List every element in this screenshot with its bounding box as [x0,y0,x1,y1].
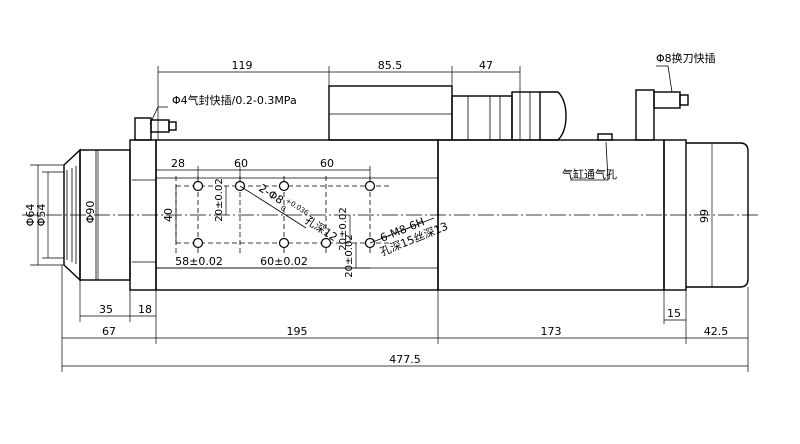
dim-477-5: 477.5 [389,353,421,366]
tool-change-fitting [635,89,689,141]
dim-85-5: 85.5 [378,59,403,72]
dim-42-5: 42.5 [704,325,729,338]
dim-phi54: Φ54 [35,204,48,227]
thread-hole [192,180,204,192]
dim-60-top-left: 60 [234,157,248,170]
dim-99: 99 [698,209,711,223]
dim-47: 47 [479,59,493,72]
dim-18: 18 [138,303,152,316]
dim-60-top-right: 60 [320,157,334,170]
dim-phi64: Φ64 [24,204,37,227]
dim-173: 173 [541,325,562,338]
dim-119: 119 [232,59,253,72]
dim-20-b: 20±0.02 [338,207,349,250]
air-seal-fitting [134,117,177,141]
dim-195: 195 [287,325,308,338]
dim-58: 58±0.02 [175,255,223,268]
tool-change-label: Φ8换刀快插 [656,51,716,65]
cylinder-vent-label: 气缸通气孔 [562,167,617,181]
dim-67: 67 [102,325,116,338]
dim-60-bottom: 60±0.02 [260,255,308,268]
air-seal-label: Φ4气封快插/0.2-0.3MPa [172,93,297,107]
leader-lines [149,65,673,244]
dim-28: 28 [171,157,185,170]
dimension-lines [30,66,749,372]
dim-20-a: 20±0.02 [214,178,225,221]
dowel-depth: 孔深12 [302,214,339,245]
dowel-tol-upper: +0.036 [284,197,311,218]
dowel-hole [320,237,332,249]
thread-hole [278,180,290,192]
dim-40: 40 [162,208,175,222]
dim-35: 35 [99,303,113,316]
vent-nub [597,133,613,141]
dim-phi90: Φ90 [84,201,97,224]
dowel-tol-lower: 0 [279,204,287,213]
dim-20-c: 20±0.02 [344,234,355,277]
thread-hole [192,237,204,249]
air-cylinder [328,85,567,141]
thread-hole [364,180,376,192]
dim-15: 15 [667,307,681,320]
thread-hole [278,237,290,249]
